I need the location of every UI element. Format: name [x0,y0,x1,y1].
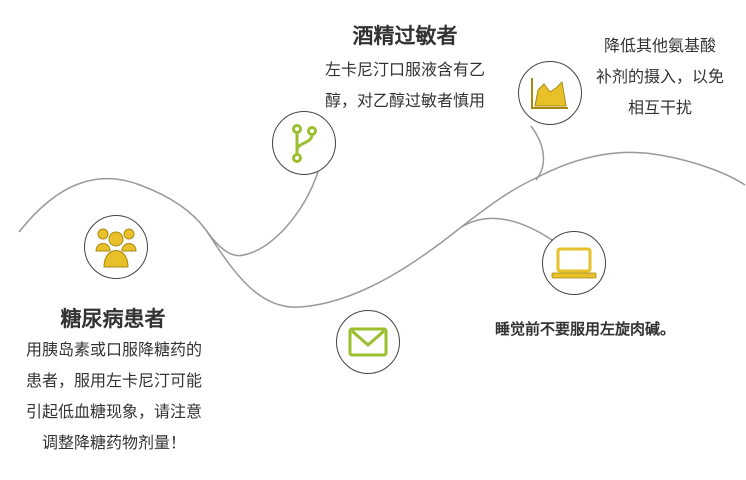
chart-circle [518,61,582,125]
amino-line: 降低其他氨基酸 [603,36,716,55]
curve-main-wave [205,151,746,308]
amino-line: 相互干扰 [627,98,692,117]
alcohol-title: 酒精过敏者 [352,23,458,48]
area-chart-icon [531,78,568,109]
branch-circle [272,111,336,175]
amino-text: 降低其他氨基酸 补剂的摄入，以免 相互干扰 [585,30,735,123]
curve-chart-connector [530,125,545,181]
people-icon [95,228,137,268]
mail-icon [348,327,388,357]
alcohol-line: 左卡尼汀口服液含有乙 [324,60,485,79]
amino-line: 补剂的摄入，以免 [595,67,724,86]
alcohol-line: 醇，对乙醇过敏者慎用 [324,91,485,110]
laptop-circle [542,231,606,295]
sleep-text: 睡觉前不要服用左旋肉碱。 [494,320,675,338]
diabetes-line: 用胰岛素或口服降糖药的 [25,340,202,359]
diabetes-line: 调整降糖药物剂量！ [41,433,186,452]
curve-laptop-connector [459,217,553,241]
curve-left-wave [18,171,319,257]
diabetes-line: 引起低血糖现象，请注意 [25,402,202,421]
diabetes-text: 用胰岛素或口服降糖药的 患者，服用左卡尼汀可能 引起低血糖现象，请注意 调整降糖… [4,334,224,458]
people-circle [84,215,148,279]
mail-circle [336,310,400,374]
laptop-icon [551,247,597,279]
diabetes-line: 患者，服用左卡尼汀可能 [25,371,202,390]
alcohol-text: 左卡尼汀口服液含有乙 醇，对乙醇过敏者慎用 [305,54,505,116]
diabetes-title: 糖尿病患者 [60,306,166,331]
branch-icon [292,124,317,163]
